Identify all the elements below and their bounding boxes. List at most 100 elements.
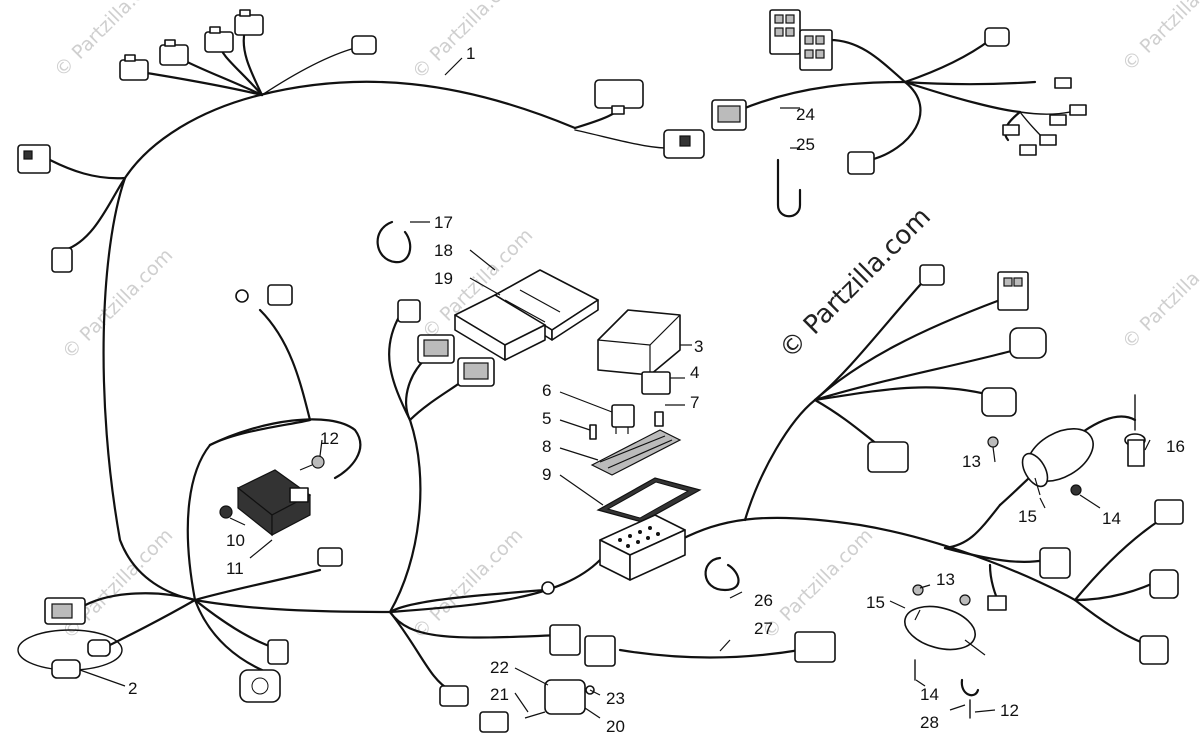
connector-right-9 [1139, 635, 1169, 665]
connector-right-7 [1154, 499, 1184, 525]
connector-top-4 [119, 54, 149, 81]
spade-24-2 [1069, 104, 1087, 116]
fuse-5 [589, 424, 597, 440]
callout-6: 6 [542, 381, 551, 400]
callout-19: 19 [434, 269, 453, 288]
connector-lower-3 [479, 711, 509, 733]
connector-right-3 [1009, 327, 1047, 359]
relay-box-cover [597, 309, 681, 376]
watermark-bottom-left: © Partzilla.com [58, 524, 177, 643]
callout-numbers: 1 2 3 4 5 6 7 8 9 10 11 12 12 13 13 14 1… [128, 44, 1185, 736]
callout-13-top: 13 [962, 452, 981, 471]
clamp-ring-17 [376, 220, 412, 264]
callout-17: 17 [434, 213, 453, 232]
ecu-module-19 [454, 294, 546, 361]
connector-mid-1 [397, 299, 421, 323]
fuse-7 [654, 411, 664, 427]
connector-upper-mid [594, 79, 644, 115]
spade-24-1 [1054, 77, 1072, 89]
cap-16 [1124, 394, 1146, 467]
connector-27 [794, 631, 836, 663]
connector-24-a [769, 9, 801, 55]
callout-16: 16 [1166, 437, 1185, 456]
connector-lower-1 [317, 547, 343, 567]
callout-13-bottom: 13 [936, 570, 955, 589]
fuse-panel-label [590, 429, 682, 476]
callout-3: 3 [694, 337, 703, 356]
callout-26: 26 [754, 591, 773, 610]
washer-13-b [959, 594, 971, 606]
watermark-top-right: © Partzilla.com [1118, 0, 1200, 76]
callout-10: 10 [226, 531, 245, 550]
watermark-mid-left: © Partzilla.com [58, 244, 177, 363]
zip-tie [776, 158, 802, 218]
callout-4: 4 [690, 363, 699, 382]
callout-27: 27 [754, 619, 773, 638]
callout-14-top: 14 [1102, 509, 1121, 528]
connector-right-5 [867, 441, 909, 473]
coil-upper [1021, 427, 1094, 496]
callout-5: 5 [542, 409, 551, 428]
connector-24-e [847, 151, 875, 175]
voltage-regulator [236, 469, 312, 537]
connector-24-d [711, 99, 747, 131]
callout-12-bottom: 12 [1000, 701, 1019, 720]
watermark-bottom-center-right: © Partzilla.com [758, 524, 877, 643]
connector-right-8 [1149, 569, 1179, 599]
connector-bottom-mid-2 [267, 639, 289, 665]
connector-bottom-left [44, 597, 86, 625]
connector-top-2 [204, 26, 234, 53]
fuse-box [599, 514, 686, 581]
callout-11: 11 [226, 559, 244, 578]
spade-24-3 [1049, 114, 1067, 126]
connector-left-1 [17, 144, 51, 174]
relay-6 [611, 404, 635, 434]
clip-right [987, 595, 1007, 611]
callout-2: 2 [128, 679, 137, 698]
connector-right-2 [997, 271, 1029, 311]
callout-18: 18 [434, 241, 453, 260]
connector-mid-2 [417, 334, 455, 364]
connector-right-1 [919, 264, 945, 286]
callout-28: 28 [920, 713, 939, 732]
watermark-main: © Partzilla.com [774, 202, 937, 365]
callout-22: 22 [490, 658, 509, 677]
harness-24[interactable] [738, 38, 1071, 162]
connector-right-4 [981, 387, 1017, 417]
spade-24-4 [1039, 134, 1057, 146]
gasket [596, 477, 702, 523]
bolt-12-top [299, 455, 325, 471]
leader-lines [79, 57, 1151, 719]
connector-left-2 [51, 247, 73, 273]
connector-right-6 [1039, 547, 1071, 579]
callout-21: 21 [490, 685, 509, 704]
connector-upper-mid-2 [663, 129, 705, 159]
callout-15-bottom: 15 [866, 593, 885, 612]
screw-14-top [1070, 484, 1082, 496]
callout-25: 25 [796, 135, 815, 154]
connector-lower-4 [549, 624, 581, 656]
ring-terminal [541, 581, 555, 595]
connector-mid-4 [267, 284, 293, 306]
nut-10 [219, 505, 233, 519]
main-harness[interactable] [48, 28, 681, 692]
connector-lower-5 [584, 635, 616, 667]
connector-24-c [984, 27, 1010, 47]
callout-1: 1 [466, 44, 475, 63]
connector-lower-2 [439, 685, 469, 707]
watermark-top-center: © Partzilla.com [408, 0, 527, 84]
callout-14-bottom: 14 [920, 685, 939, 704]
connector-24-b [799, 29, 833, 71]
connector-top-3 [159, 39, 189, 66]
ring-terminal-2 [235, 289, 249, 303]
washer-13-top [987, 436, 999, 448]
clamp-ring-26 [704, 556, 740, 592]
callout-23: 23 [606, 689, 625, 708]
connector-top-plug [351, 35, 377, 55]
callout-9: 9 [542, 465, 551, 484]
watermark-top-left: © Partzilla.com [50, 0, 169, 82]
watermark-mid-right: © Partzilla.com [1118, 234, 1200, 353]
coil-lower [904, 605, 986, 656]
connectors [17, 9, 1087, 273]
